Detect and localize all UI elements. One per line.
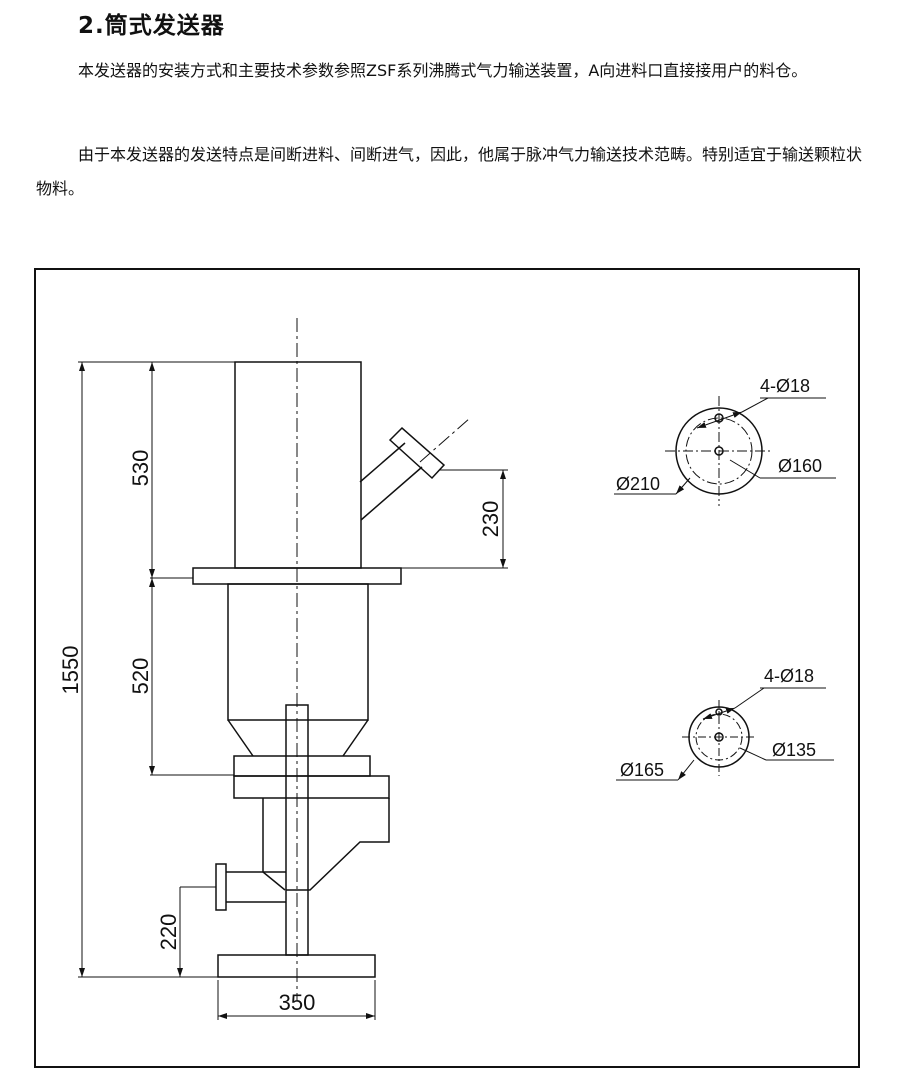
section-heading: 2.筒式发送器 (78, 13, 225, 39)
cone (227, 719, 369, 757)
flange-bottom-detail: 4-Ø18 Ø135 Ø165 (616, 666, 834, 781)
dim-outlet-height: 220 (156, 914, 181, 951)
flange-bottom-outer-label: Ø165 (620, 760, 664, 780)
valve-body (233, 775, 390, 799)
discharge-body (286, 798, 390, 891)
paragraph-installation: 本发送器的安装方式和主要技术参数参照ZSF系列沸腾式气力输送装置，A向进料口直接… (36, 54, 866, 88)
flange-top-detail: 4-Ø18 Ø160 Ø210 (614, 376, 836, 506)
drawing-frame (34, 268, 860, 1068)
flange-bottom-holes: 4-Ø18 (764, 666, 814, 686)
sender-side-view (192, 361, 446, 978)
paragraph-features-text: 由于本发送器的发送特点是间断进料、间断进气，因此，他属于脉冲气力输送技术范畴。特… (36, 145, 863, 198)
upper-cylinder (234, 361, 362, 569)
dim-base-width: 350 (279, 990, 316, 1015)
flange-bottom-bolt-circle-label: Ø135 (772, 740, 816, 760)
paragraph-features: 由于本发送器的发送特点是间断进料、间断进气，因此，他属于脉冲气力输送技术范畴。特… (36, 138, 866, 206)
dim-upper-section: 530 (128, 450, 153, 487)
flange-top-outer-label: Ø210 (616, 474, 660, 494)
flange-top-holes: 4-Ø18 (760, 376, 810, 396)
dim-lower-section: 520 (128, 658, 153, 695)
outlet-flange (215, 863, 227, 911)
lower-cylinder (227, 583, 369, 721)
valve-upper-flange (233, 755, 371, 777)
dim-total-height: 1550 (58, 646, 83, 695)
paragraph-installation-text: 本发送器的安装方式和主要技术参数参照ZSF系列沸腾式气力输送装置，A向进料口直接… (78, 61, 808, 80)
inlet-pipe (359, 442, 423, 521)
discharge-body-left (262, 798, 286, 891)
flange-top-bolt-circle-label: Ø160 (778, 456, 822, 476)
dimension-lines (78, 361, 508, 1020)
inlet-flange (388, 426, 446, 480)
centerlines (296, 318, 471, 1000)
dim-inlet-offset: 230 (478, 501, 503, 538)
outlet-pipe (226, 871, 286, 903)
